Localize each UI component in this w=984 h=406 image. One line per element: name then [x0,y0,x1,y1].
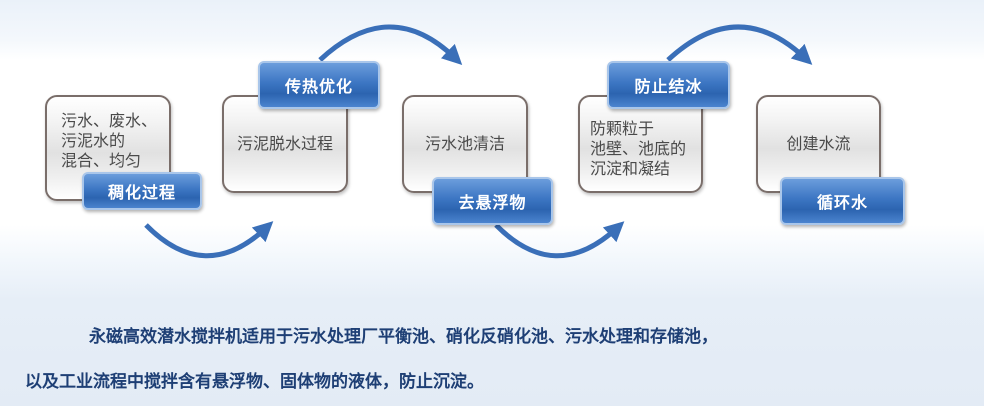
step-box-text: 防颗粒于 池壁、池底的 沉淀和凝结 [590,119,687,178]
step-tag-anti-freezing: 防止结冰 [607,61,730,109]
step-tag-thickening: 稠化过程 [82,172,202,210]
step-box-text: 污水池清洁 [424,134,505,153]
step-box-anti-sedimentation: 防颗粒于 池壁、池底的 沉淀和凝结 [578,95,703,193]
step-tag-label: 循环水 [816,193,868,212]
step-tag-label: 去悬浮物 [458,193,527,212]
step-tag-remove-suspended: 去悬浮物 [432,177,553,225]
arrow-step1-to-step2 [144,221,274,259]
arrow-step3-to-step4 [494,221,625,259]
step-box-sludge-dewatering: 污泥脱水过程 [222,95,348,193]
description-line-1: 永磁高效潜水搅拌机适用于污水处理厂平衡池、硝化反硝化池、污水处理和存储池， [89,327,718,347]
arrow-step4-to-step5 [666,24,813,65]
step-tag-label: 传热优化 [284,77,353,96]
step-box-tank-cleaning: 污水池清洁 [402,95,528,193]
step-tag-circulating-water: 循环水 [780,177,905,225]
step-box-text: 创建水流 [786,134,851,153]
step-box-mixing: 污水、废水、 污泥水的 混合、均匀 [45,95,171,201]
step-box-text: 污泥脱水过程 [236,134,333,153]
description-line-2: 以及工业流程中搅拌含有悬浮物、固体物的液体，防止沉淀。 [25,372,484,392]
step-tag-label: 稠化过程 [107,183,176,202]
step-box-text: 污水、废水、 污泥水的 混合、均匀 [61,111,158,170]
step-tag-heat-transfer: 传热优化 [258,61,380,109]
step-tag-label: 防止结冰 [634,77,703,96]
arrow-step2-to-step3 [318,24,463,65]
